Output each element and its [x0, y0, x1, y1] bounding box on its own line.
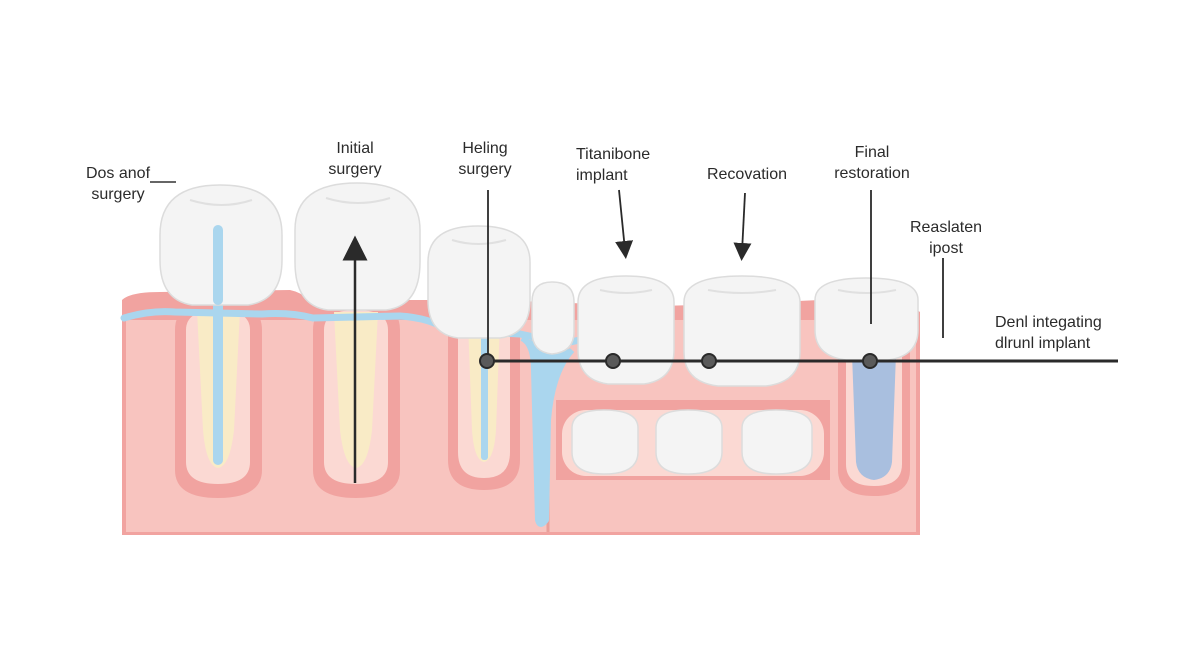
arrow-recovation [733, 192, 752, 261]
label-dos-anof-line2: surgery [91, 186, 145, 203]
label-titanibone-implant-line1: Titanibone [576, 146, 651, 163]
lower-tooth-1 [571, 409, 639, 475]
label-titanibone-implant: Titanibone implant [560, 144, 700, 186]
timeline-dot-2 [605, 353, 621, 369]
label-initial-surgery-line2: surgery [328, 161, 382, 178]
arrow-titanibone-implant [615, 189, 634, 259]
label-reaslaten-ipost-line1: Reaslaten [909, 219, 983, 236]
label-initial-surgery-line1: Initial [336, 140, 374, 157]
lower-tooth-3 [741, 409, 813, 475]
label-recovation-line1: Recovation [706, 166, 788, 183]
label-heling-surgery: Heling surgery [425, 138, 545, 180]
drip-canal [520, 335, 575, 527]
label-reaslaten-ipost-line2: ipost [929, 240, 963, 257]
label-heling-surgery-line2: surgery [458, 161, 512, 178]
timeline-dot-3 [701, 353, 717, 369]
label-titanibone-implant-line2: implant [576, 167, 628, 184]
tooth-socket-1 [175, 225, 262, 498]
label-dental-integrating-line1: Denl integating [995, 314, 1102, 331]
timeline-dot-4 [862, 353, 878, 369]
label-final-restoration-line2: restoration [834, 165, 910, 182]
label-dos-anof: Dos anof surgery [58, 163, 178, 205]
label-final-restoration: Final restoration [812, 142, 932, 184]
tooth-socket-2 [313, 300, 400, 498]
crown-5 [577, 275, 675, 385]
label-final-restoration-line1: Final [854, 144, 890, 161]
label-recovation: Recovation [680, 164, 814, 185]
crown-4 [531, 281, 575, 355]
label-dos-anof-line1: Dos anof [85, 165, 151, 182]
label-reaslaten-ipost: Reaslaten ipost [886, 217, 1006, 259]
label-dental-integrating-line2: dlrunl implant [995, 335, 1091, 352]
label-dental-integrating: Denl integating dlrunl implant [995, 312, 1195, 354]
label-initial-surgery: Initial surgery [295, 138, 415, 180]
timeline-dot-1 [479, 353, 495, 369]
canal-1 [213, 225, 223, 305]
crown-3 [427, 225, 531, 339]
implant-post [838, 350, 910, 496]
label-heling-surgery-line1: Heling [462, 140, 508, 157]
lower-teeth [571, 409, 813, 475]
lower-tooth-2 [655, 409, 723, 475]
crown-7 [814, 277, 919, 361]
